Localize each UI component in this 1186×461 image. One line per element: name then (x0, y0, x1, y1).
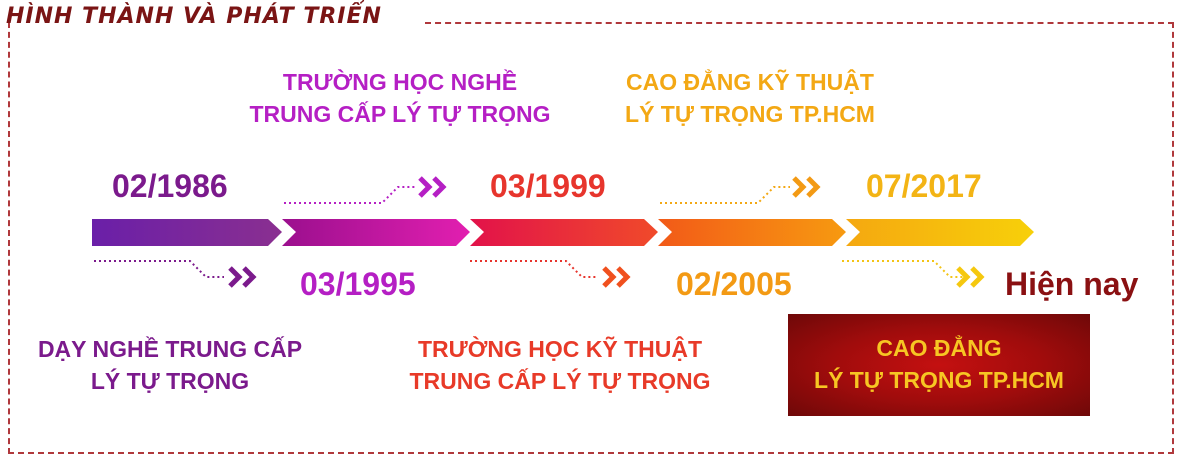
school-name-1999: TRƯỜNG HỌC KỸ THUẬT TRUNG CẤP LÝ TỰ TRỌN… (400, 333, 720, 397)
chevron-icon-2005 (792, 176, 821, 198)
timeline-segment-2005 (658, 219, 846, 246)
timeline-segment-1995 (282, 219, 470, 246)
chevron-icon-1986 (228, 266, 257, 288)
timeline-segment-1986 (92, 219, 282, 246)
date-1986: 02/1986 (112, 168, 228, 204)
school-name-1986-line2: LÝ TỰ TRỌNG (90, 368, 250, 394)
dashed-frame (8, 22, 1174, 454)
connector-upper-1995 (284, 186, 416, 204)
date-2005: 02/2005 (676, 266, 792, 302)
school-name-2017-line1: CAO ĐẲNG (876, 335, 1002, 361)
section-title: HÌNH THÀNH VÀ PHÁT TRIỂN (6, 4, 382, 29)
connector-lower-1986 (94, 260, 224, 278)
chevron-icon-2017 (956, 266, 985, 288)
school-name-1995: TRƯỜNG HỌC NGHỀ TRUNG CẤP LÝ TỰ TRỌNG (240, 66, 560, 130)
connector-upper-2005 (660, 186, 790, 204)
chevron-icon-1995 (418, 176, 447, 198)
date-2017: 07/2017 (866, 168, 982, 204)
school-name-1986-line1: DẠY NGHỀ TRUNG CẤP (37, 336, 303, 362)
school-name-2005-line2: LÝ TỰ TRỌNG TP.HCM (625, 101, 875, 127)
now-label: Hiện nay (1005, 266, 1139, 302)
school-name-1986: DẠY NGHỀ TRUNG CẤP LÝ TỰ TRỌNG (30, 333, 310, 397)
connector-lower-1999 (470, 260, 598, 278)
current-name-box: CAO ĐẲNG LÝ TỰ TRỌNG TP.HCM (788, 314, 1090, 416)
date-1995: 03/1995 (300, 266, 416, 302)
school-name-2017: CAO ĐẲNG LÝ TỰ TRỌNG TP.HCM (788, 332, 1090, 396)
school-name-2017-line2: LÝ TỰ TRỌNG TP.HCM (814, 367, 1064, 393)
school-name-2005-line1: CAO ĐẲNG KỸ THUẬT (626, 69, 874, 95)
date-1999: 03/1999 (490, 168, 606, 204)
connector-lower-2017 (842, 260, 966, 278)
chevron-icon-1999 (602, 266, 631, 288)
school-name-1995-line2: TRUNG CẤP LÝ TỰ TRỌNG (249, 101, 551, 127)
timeline-segment-1999 (470, 219, 658, 246)
school-name-1995-line1: TRƯỜNG HỌC NGHỀ (282, 69, 518, 95)
school-name-1999-line1: TRƯỜNG HỌC KỸ THUẬT (417, 336, 703, 362)
school-name-1999-line2: TRUNG CẤP LÝ TỰ TRỌNG (409, 368, 711, 394)
timeline-segment-2017 (846, 219, 1034, 246)
dashed-frame-top (425, 22, 1174, 24)
school-name-2005: CAO ĐẲNG KỸ THUẬT LÝ TỰ TRỌNG TP.HCM (610, 66, 890, 130)
